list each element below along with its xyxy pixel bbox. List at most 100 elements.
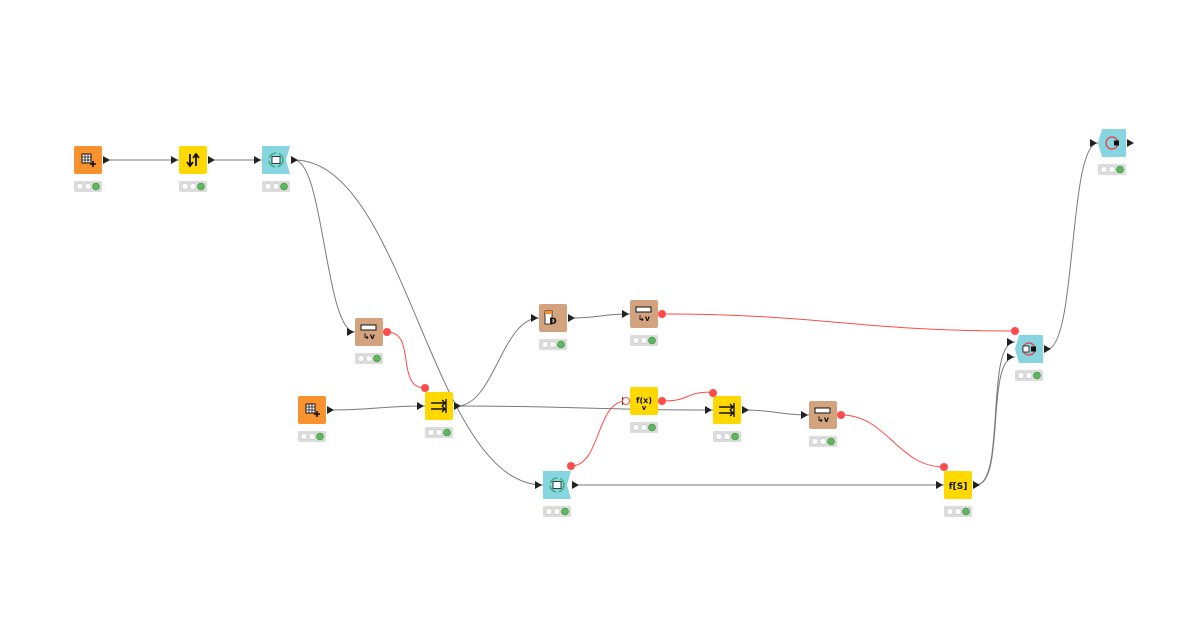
node-status-traffic-light [944,506,972,517]
svg-text:↳v: ↳v [638,314,651,323]
input-port-icon[interactable] [417,402,424,410]
output-port-icon[interactable] [291,156,298,164]
input-port-icon[interactable] [801,411,808,419]
output-port-icon[interactable] [572,481,579,489]
node-n1[interactable] [74,146,110,192]
connection-n11-n13[interactable] [840,414,945,468]
joiner-icon [719,403,735,417]
input-port-icon[interactable] [171,156,178,164]
node-status-traffic-light [298,431,326,442]
variable-input-port-icon[interactable] [1011,327,1019,335]
table-row-to-variable-icon: ↳v [360,324,377,341]
node-body[interactable] [179,146,207,174]
node-status-traffic-light [809,436,837,447]
variable-output-port-icon[interactable] [837,411,845,419]
connection-n12-n9[interactable] [570,400,627,467]
joiner-icon [431,399,447,413]
node-body[interactable] [425,392,453,420]
connection-n3-n12[interactable] [293,159,544,486]
node-n14[interactable] [1007,327,1051,381]
input-port-icon[interactable] [254,156,261,164]
table-creator-icon [81,153,96,167]
chunk-loop-start-icon [268,152,284,168]
input-port-icon[interactable] [1007,353,1014,361]
svg-text:↳v: ↳v [363,332,376,341]
input-port-icon[interactable] [936,481,943,489]
connection-n3-n4[interactable] [293,159,356,333]
connection-n13-n14[interactable] [975,356,1016,486]
variable-output-port-icon[interactable] [658,397,666,405]
loop-end-two-ports-icon [1022,342,1036,356]
table-row-to-variable-icon: ↳v [814,407,831,424]
nodes-layer: ↳v D ↳v f(x)v ↳v f[S] [74,129,1134,517]
node-body[interactable] [944,471,972,499]
svg-text:v: v [642,404,647,412]
node-n3[interactable] [254,146,298,192]
column-to-variable-icon: D [544,310,557,327]
connection-n10-n11[interactable] [744,409,810,416]
node-status-traffic-light [713,431,741,442]
node-status-traffic-light [262,181,290,192]
svg-text:f(x): f(x) [636,396,652,405]
svg-text:D: D [549,317,556,327]
connection-n6-n10[interactable] [456,405,714,411]
connection-n9-n10[interactable] [661,391,714,402]
output-port-icon[interactable] [1127,139,1134,147]
node-n8[interactable]: ↳v [622,300,666,346]
svg-text:f[S]: f[S] [949,482,968,492]
node-n5[interactable] [298,396,334,442]
output-port-icon[interactable] [568,314,575,322]
output-port-icon[interactable] [973,481,980,489]
node-status-traffic-light [355,353,383,364]
sort-arrows-icon [186,152,200,168]
connections-layer [105,142,1099,486]
connection-n14-n15[interactable] [1046,142,1099,350]
node-n7[interactable]: D [531,304,575,350]
variable-input-port-icon[interactable] [940,463,948,471]
node-n2[interactable] [171,146,215,192]
table-creator-icon [305,403,320,417]
node-n11[interactable]: ↳v [801,401,845,447]
input-port-icon[interactable] [1007,338,1014,346]
output-port-icon[interactable] [742,406,749,414]
node-status-traffic-light [630,422,658,433]
variable-output-port-icon[interactable] [567,462,575,470]
node-status-traffic-light [1098,164,1126,175]
variable-input-port-icon[interactable] [421,384,429,392]
node-n10[interactable] [705,389,749,442]
node-body[interactable] [1098,129,1126,157]
connection-n8-n14[interactable] [661,313,1016,332]
variable-output-port-icon[interactable] [383,328,391,336]
node-n4[interactable]: ↳v [347,318,391,364]
output-port-icon[interactable] [1044,345,1051,353]
node-status-traffic-light [425,427,453,438]
connection-n7-n8[interactable] [570,313,631,319]
input-port-icon[interactable] [705,406,712,414]
output-port-icon[interactable] [103,156,110,164]
input-port-icon[interactable] [622,310,629,318]
output-port-icon[interactable] [327,406,334,414]
node-n13[interactable]: f[S] [936,463,980,517]
node-body[interactable] [713,396,741,424]
node-n15[interactable] [1090,129,1134,175]
node-n9[interactable]: f(x)v [622,387,666,433]
variable-output-port-icon[interactable] [658,310,666,318]
node-status-traffic-light [1015,370,1043,381]
node-status-traffic-light [539,339,567,350]
variable-input-port-icon[interactable] [709,389,717,397]
optional-variable-input-port-icon[interactable] [622,397,630,405]
node-n12[interactable] [535,462,579,517]
input-port-icon[interactable] [535,481,542,489]
connection-n6-n7[interactable] [456,317,540,407]
input-port-icon[interactable] [1090,139,1097,147]
input-port-icon[interactable] [531,314,538,322]
output-port-icon[interactable] [454,402,461,410]
input-port-icon[interactable] [347,328,354,336]
connection-n13-n14[interactable] [975,341,1016,486]
node-n6[interactable] [417,384,461,438]
connection-n5-n6[interactable] [329,405,426,411]
connection-n4-n6[interactable] [386,331,426,389]
output-port-icon[interactable] [208,156,215,164]
node-body[interactable] [630,387,658,415]
